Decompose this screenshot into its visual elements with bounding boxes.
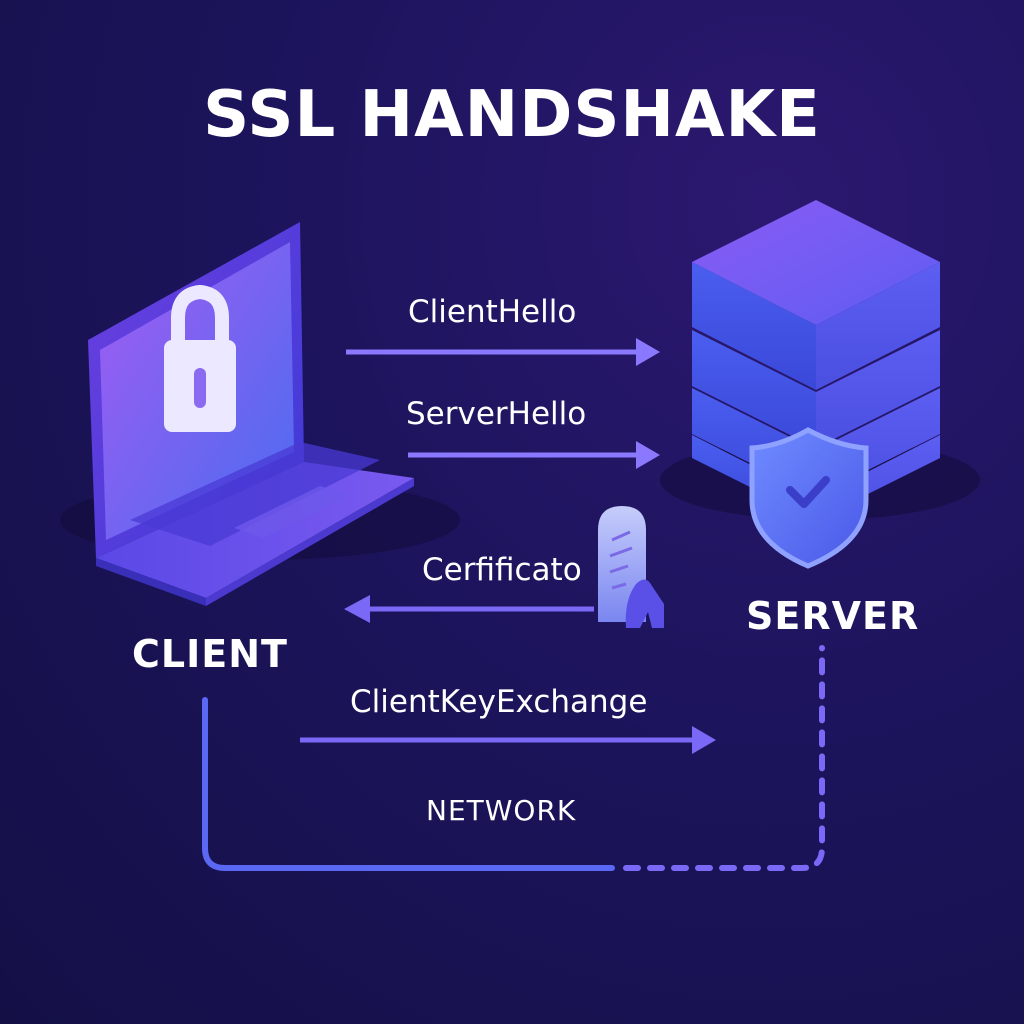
network-label: NETWORK (426, 794, 577, 827)
server-hello-label: ServerHello (406, 396, 587, 432)
server-stack-icon (660, 200, 980, 520)
server-label: SERVER (746, 594, 920, 638)
client-key-exchange-arrow (300, 726, 716, 754)
diagram-title: SSL HANDSHAKE (203, 78, 821, 152)
client-hello-arrow (346, 338, 660, 366)
shield-check-icon (749, 427, 869, 569)
client-label: CLIENT (132, 632, 288, 676)
server-hello-arrow (408, 441, 660, 469)
client-hello-label: ClientHello (408, 294, 577, 330)
certificate-arrow (344, 595, 594, 623)
padlock-icon (164, 284, 236, 432)
certificate-icon (598, 506, 664, 628)
certificate-label: Cerfificato (422, 552, 582, 588)
network-connector (202, 645, 825, 871)
client-key-exchange-label: ClientKeyExchange (350, 684, 648, 720)
laptop-icon (60, 222, 460, 606)
